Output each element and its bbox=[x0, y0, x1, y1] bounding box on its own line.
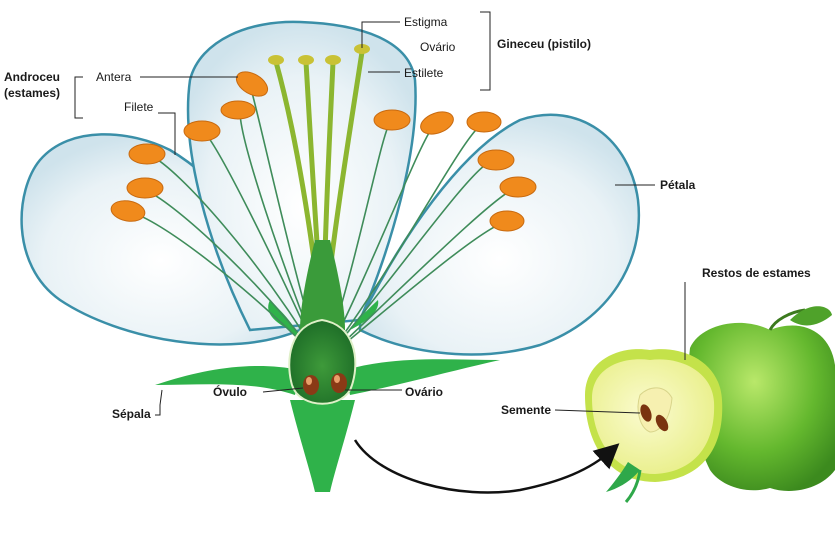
ovule-right bbox=[331, 373, 347, 393]
label-petala: Pétala bbox=[660, 178, 695, 192]
label-gineceu: Gineceu (pistilo) bbox=[497, 37, 591, 51]
label-ovario-bottom: Ovário bbox=[405, 385, 443, 399]
label-ovulo: Óvulo bbox=[213, 385, 247, 399]
apple-leaf bbox=[790, 306, 832, 325]
label-semente: Semente bbox=[501, 403, 551, 417]
arrow-curve-icon bbox=[355, 440, 612, 493]
label-estilete: Estilete bbox=[404, 66, 443, 80]
label-restos: Restos de estames bbox=[702, 266, 811, 280]
label-filete: Filete bbox=[124, 100, 153, 114]
label-antera: Antera bbox=[96, 70, 131, 84]
ovary-shape bbox=[289, 320, 355, 404]
label-androceu-2: (estames) bbox=[4, 86, 60, 100]
receptacle bbox=[290, 400, 355, 492]
ovule-left bbox=[303, 375, 319, 395]
label-estigma: Estigma bbox=[404, 15, 447, 29]
label-androceu-1: Androceu bbox=[4, 70, 60, 84]
apple bbox=[585, 306, 835, 502]
label-sepala: Sépala bbox=[112, 407, 151, 421]
label-ovario-top: Ovário bbox=[420, 40, 455, 54]
